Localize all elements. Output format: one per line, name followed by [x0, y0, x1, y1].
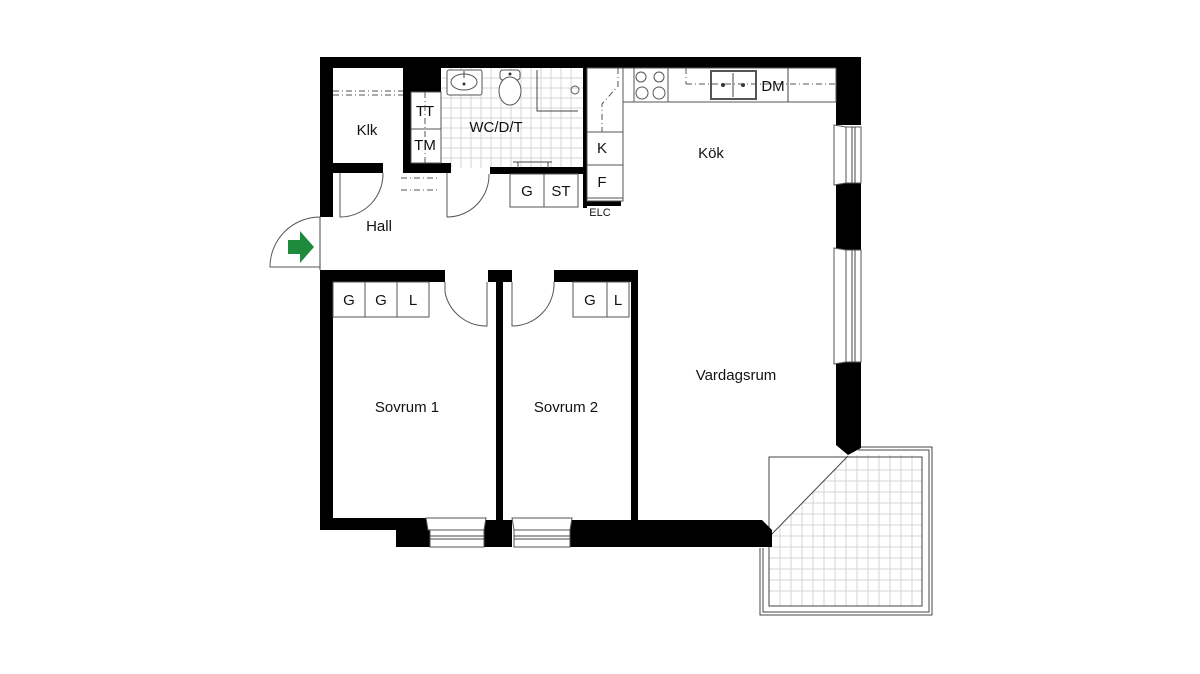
room-label-bedroom-2: Sovrum 2: [534, 399, 598, 416]
label-sov1-closet-2: G: [375, 292, 387, 309]
room-label-living-room: Vardagsrum: [696, 367, 777, 384]
room-label-hall: Hall: [366, 218, 392, 235]
label-tm: TM: [414, 137, 436, 154]
kitchen-counter: [586, 67, 837, 202]
bathroom-fixtures: [446, 69, 580, 168]
bedroom1-closets: [332, 281, 430, 318]
room-label-klk: Klk: [357, 122, 378, 139]
bedroom2-closets: [572, 281, 630, 318]
label-sov2-closet-2: L: [614, 292, 622, 309]
room-label-kitchen: Kök: [698, 145, 724, 162]
label-k: K: [597, 140, 607, 157]
label-tt: TT: [416, 103, 434, 120]
doors: [269, 172, 555, 327]
room-label-bedroom-1: Sovrum 1: [375, 399, 439, 416]
entrance-arrow-icon: [288, 231, 314, 263]
laundry-units: [410, 91, 442, 164]
label-f: F: [597, 174, 606, 191]
label-elc: ELC: [589, 207, 610, 219]
label-g-hall: G: [521, 183, 533, 200]
windows: [425, 124, 862, 548]
label-sov1-closet-3: L: [409, 292, 417, 309]
balcony: [759, 446, 933, 616]
hall-cabinets: [509, 173, 579, 208]
room-label-wc: WC/D/T: [469, 119, 522, 136]
walls: [320, 57, 861, 547]
coat-rack: [401, 177, 437, 191]
label-sov1-closet-1: G: [343, 292, 355, 309]
label-sov2-closet-1: G: [584, 292, 596, 309]
label-st: ST: [551, 183, 570, 200]
label-dm: DM: [761, 78, 784, 95]
